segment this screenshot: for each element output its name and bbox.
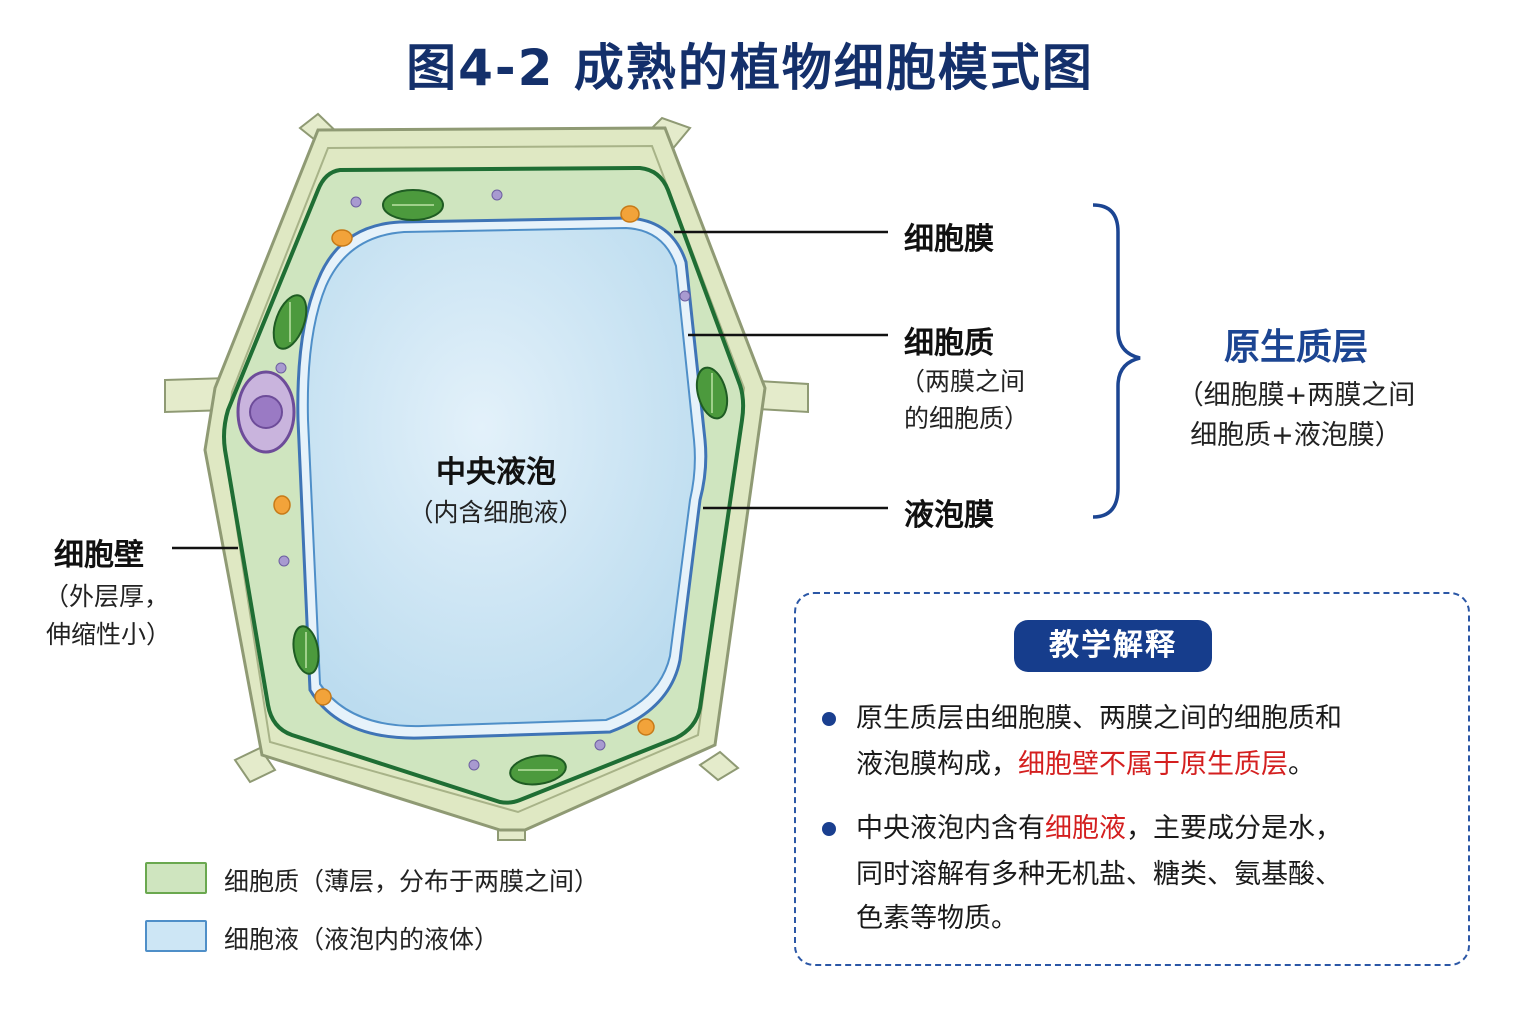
highlight-cell-sap: 细胞液 <box>1045 813 1126 844</box>
label-cytoplasm-note-1: （两膜之间 <box>900 367 1026 396</box>
protoplast-brace <box>1092 203 1141 519</box>
leader-lines <box>172 230 888 550</box>
explanation-b1-line2: 液泡膜构成，细胞壁不属于原生质层。 <box>856 749 1315 780</box>
legend-label-cell-sap: 细胞液（液泡内的液体） <box>224 925 500 954</box>
highlight-cell-wall: 细胞壁不属于原生质层 <box>1018 749 1288 780</box>
explanation-b2-line2: 同时溶解有多种无机盐、糖类、氨基酸、 <box>856 859 1342 890</box>
legend-label-cytoplasm: 细胞质（薄层，分布于两膜之间） <box>224 867 600 896</box>
nucleus <box>236 370 296 454</box>
explanation-b2-line3: 色素等物质。 <box>856 903 1018 934</box>
central-vacuole <box>306 226 696 728</box>
page-title: 图4-2 成熟的植物细胞模式图 <box>406 39 1094 97</box>
bullet-1 <box>822 712 836 726</box>
label-cytoplasm-note-2: 的细胞质） <box>904 404 1030 433</box>
protoplast-desc-2: 细胞质+液泡膜） <box>1190 420 1402 451</box>
protoplast-desc-1: （细胞膜+两膜之间 <box>1176 380 1416 411</box>
explanation-b2-line1: 中央液泡内含有细胞液，主要成分是水， <box>856 813 1342 844</box>
organelles <box>273 205 655 736</box>
explanation-box <box>794 592 1470 966</box>
legend-swatch-cell-sap <box>145 920 207 952</box>
protoplast-title: 原生质层 <box>1223 327 1368 368</box>
chloroplasts <box>272 189 729 786</box>
chloroplast-grana <box>289 204 713 771</box>
label-cytoplasm: 细胞质 <box>904 326 994 361</box>
explanation-b1-line1: 原生质层由细胞膜、两膜之间的细胞质和 <box>856 703 1342 734</box>
bullet-2 <box>822 822 836 836</box>
legend-swatch-cytoplasm <box>145 862 207 894</box>
label-cell-wall-note-1: （外层厚， <box>44 582 170 611</box>
label-cell-wall: 细胞壁 <box>54 538 144 573</box>
label-vacuole-note: （内含细胞液） <box>408 498 584 527</box>
label-vacuole: 中央液泡 <box>436 455 556 490</box>
label-cell-wall-note-2: 伸缩性小） <box>46 620 172 649</box>
label-tonoplast: 液泡膜 <box>904 498 994 533</box>
label-cell-membrane: 细胞膜 <box>904 222 994 257</box>
explanation-title: 教学解释 <box>1014 620 1212 672</box>
vesicles <box>275 189 691 771</box>
